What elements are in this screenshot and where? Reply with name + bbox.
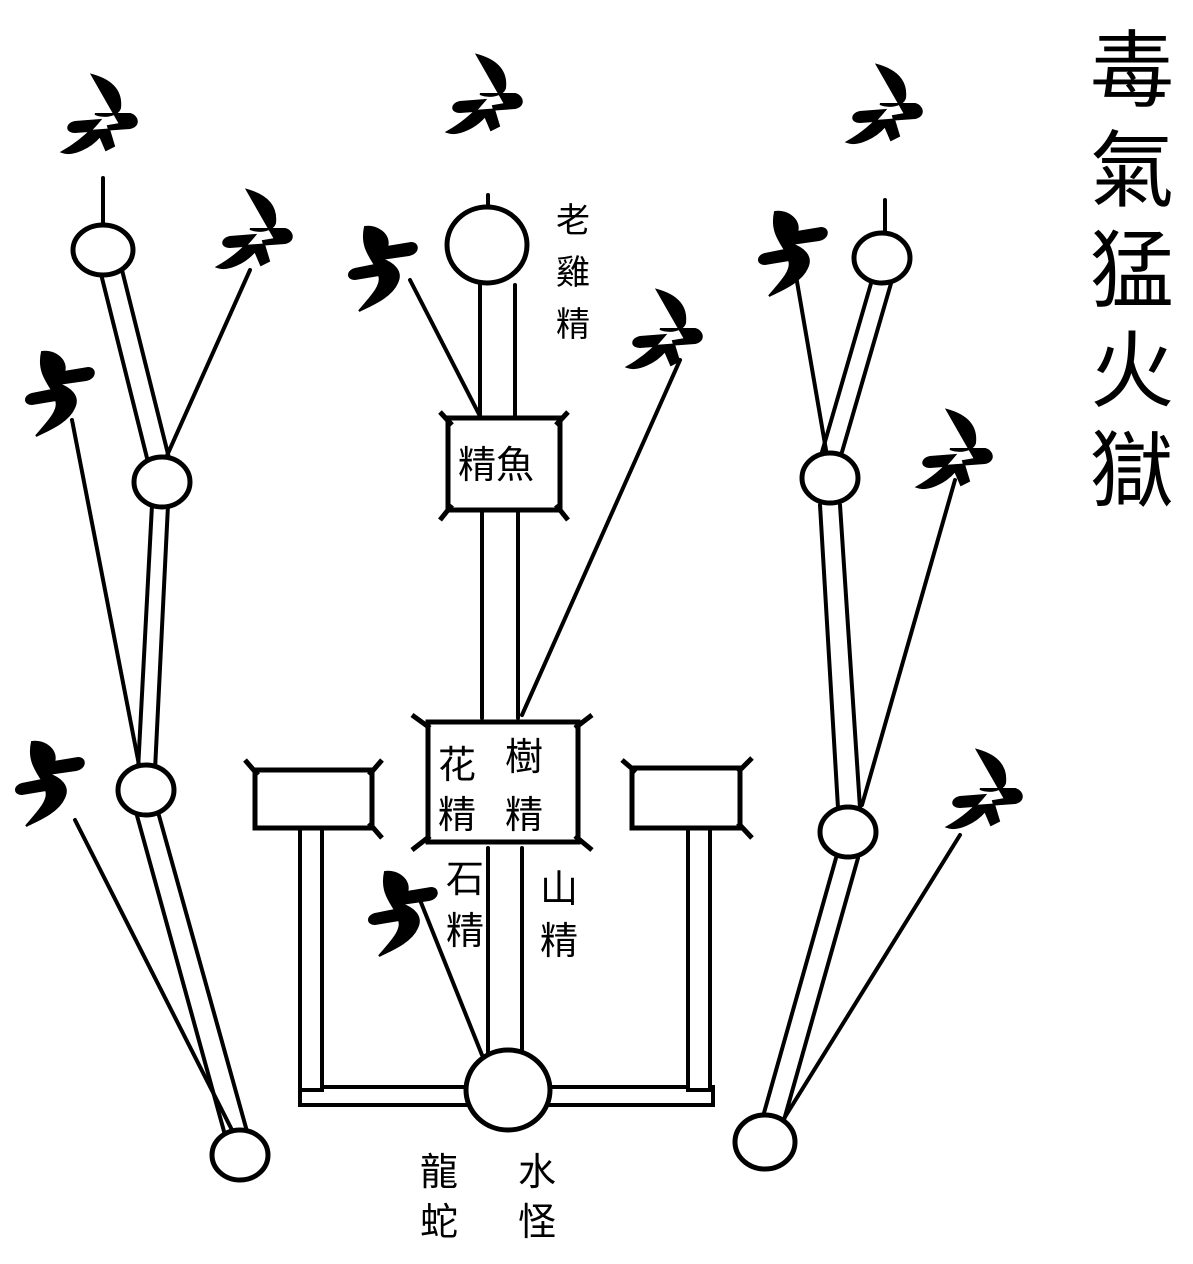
label-longshe-2: 蛇 <box>420 1200 458 1244</box>
right-node-top <box>851 230 913 286</box>
right-node-bottom <box>732 1112 798 1172</box>
label-laojijing-1: 老 <box>556 201 590 241</box>
left-side-box <box>243 758 384 840</box>
boxes <box>243 410 754 852</box>
left-branch <box>70 176 271 1183</box>
label-shijing-2: 精 <box>446 909 484 953</box>
right-side-box <box>620 756 754 840</box>
center-stem <box>298 193 715 1133</box>
title-char-4: 火 <box>1090 322 1174 420</box>
left-node-bottom <box>209 1127 271 1183</box>
label-yujing: 精魚 <box>458 443 534 487</box>
label-shuiguai-2: 怪 <box>518 1200 556 1244</box>
right-node-low <box>817 804 879 860</box>
right-branch <box>732 198 962 1172</box>
title-char-2: 氣 <box>1090 122 1174 220</box>
label-laojijing-2: 雞 <box>556 253 590 293</box>
label-shijing-1: 石 <box>446 857 484 901</box>
title-char-3: 猛 <box>1090 222 1174 320</box>
left-node-top <box>70 222 136 278</box>
center-node-top <box>444 204 530 286</box>
title-char-1: 毒 <box>1090 22 1174 120</box>
label-shuiguai-1: 水 <box>518 1150 556 1194</box>
right-node-mid <box>799 450 861 506</box>
label-laojijing-3: 精 <box>556 305 590 345</box>
flower-tree-box <box>410 712 594 852</box>
label-huajing-1: 花 <box>438 743 476 787</box>
labels: 老 雞 精 精魚 花 精 樹 精 石 精 山 精 龍 蛇 水 怪 <box>420 201 590 1244</box>
fish-box <box>438 410 570 522</box>
label-shanjing-1: 山 <box>540 867 578 911</box>
label-huajing-2: 精 <box>438 793 476 837</box>
label-shujing-2: 精 <box>505 793 543 837</box>
left-node-mid <box>131 454 193 510</box>
label-shanjing-2: 精 <box>540 919 578 963</box>
center-node-bottom <box>463 1047 553 1133</box>
label-longshe-1: 龍 <box>420 1150 458 1194</box>
title-vertical: 毒 氣 猛 火 獄 <box>1090 22 1174 520</box>
title-char-5: 獄 <box>1090 422 1174 520</box>
left-node-low <box>115 762 177 818</box>
label-shujing-1: 樹 <box>505 735 543 779</box>
